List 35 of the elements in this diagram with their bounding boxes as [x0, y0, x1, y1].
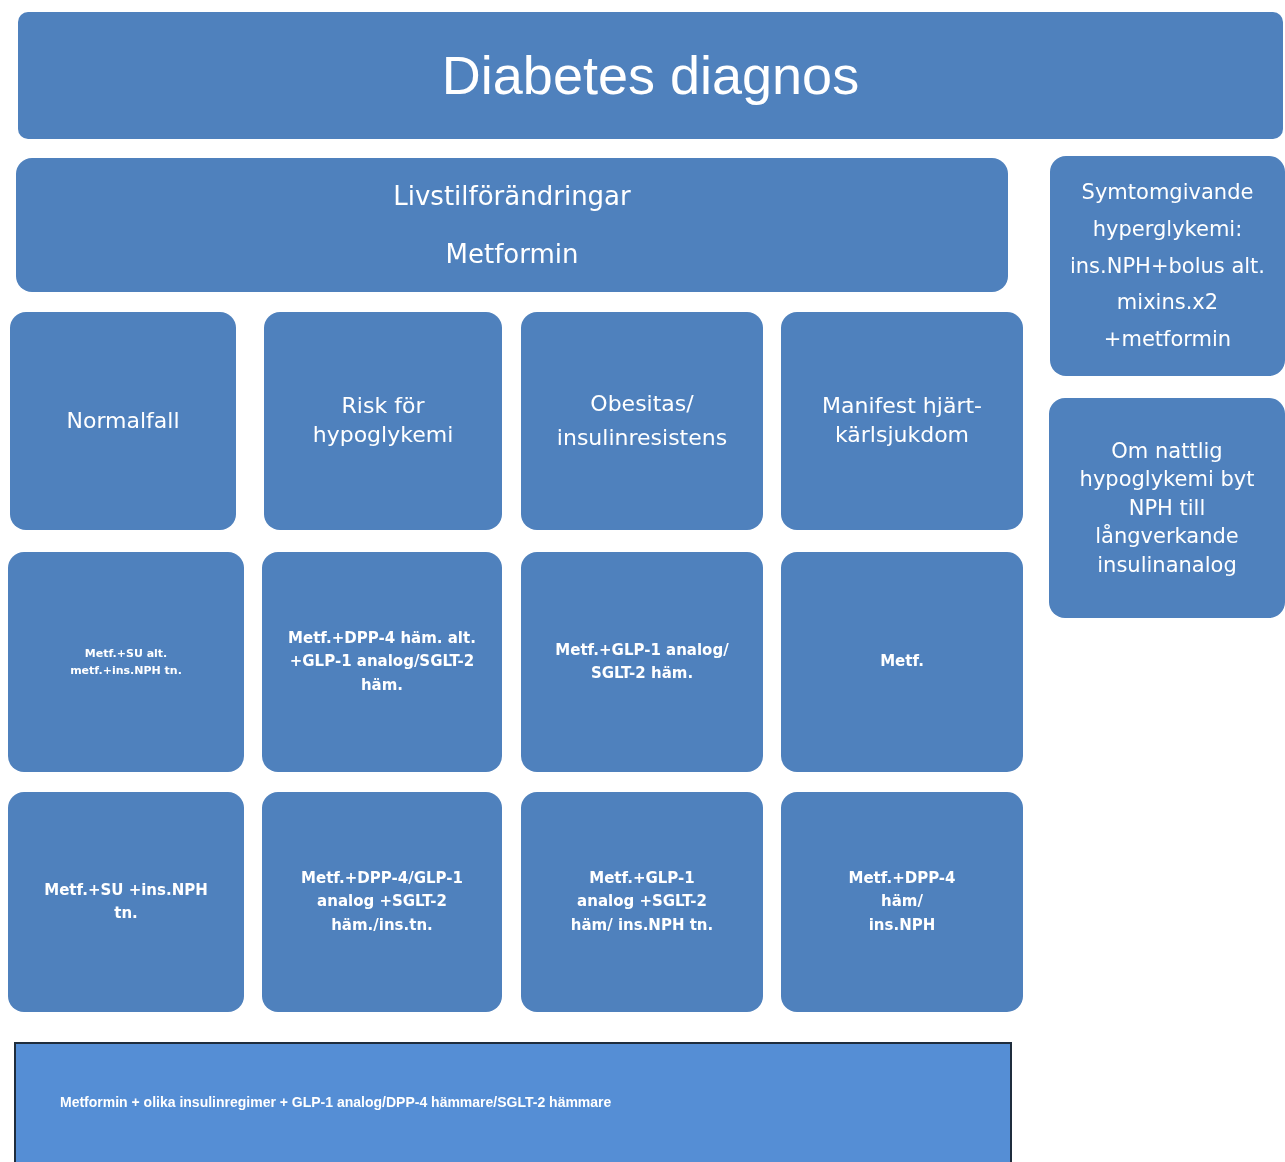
- box-text: Symtomgivande hyperglykemi: ins.NPH+bolus alt. mixins.x2 +metformin: [1068, 179, 1267, 354]
- box-text: Risk för hypoglykemi: [311, 392, 455, 449]
- step-box: [16, 158, 1008, 292]
- box-text: Metf.: [880, 651, 924, 673]
- note-box: [1050, 156, 1285, 376]
- box-text: Metf.+DPP-4 häm/ ins.NPH: [847, 868, 957, 936]
- treatment-box: [8, 792, 244, 1012]
- treatment-box: [781, 552, 1023, 772]
- box-text: Metf.+SU +ins.NPH tn.: [43, 879, 209, 924]
- title: Diabetes diagnos: [441, 43, 860, 107]
- box-text: Metformin + olika insulinregimer + GLP-1 analog/DPP-4 hämmare/SGLT-2 hämmare: [60, 1093, 612, 1112]
- box-text: Metf.+GLP-1 analog/ SGLT-2 häm.: [554, 639, 730, 684]
- treatment-box: [781, 792, 1023, 1012]
- box-text: Metformin: [445, 238, 579, 271]
- note-box: [1049, 398, 1285, 618]
- box-text: Metf.+SU alt. metf.+ins.NPH tn.: [69, 645, 183, 679]
- treatment-box: [8, 552, 244, 772]
- category-box: [264, 312, 502, 530]
- summary-box: [14, 1042, 1012, 1162]
- treatment-box: [521, 792, 763, 1012]
- title-banner: [18, 12, 1283, 139]
- box-text: Metf.+DPP-4/GLP-1 analog +SGLT-2 häm./ins.tn.: [300, 868, 464, 936]
- category-box: [781, 312, 1023, 530]
- box-heading: Livstilförändringar: [393, 179, 631, 213]
- box-text: Normalfall: [66, 406, 180, 435]
- treatment-box: [262, 792, 502, 1012]
- treatment-box: [521, 552, 763, 772]
- box-text: Obesitas/ insulinresistens: [555, 389, 729, 452]
- treatment-box: [262, 552, 502, 772]
- box-text: Metf.+GLP-1 analog +SGLT-2 häm/ ins.NPH tn.: [569, 868, 715, 936]
- box-text: Manifest hjärt-kärlsjukdom: [821, 392, 983, 449]
- category-box: [521, 312, 763, 530]
- category-box: [10, 312, 236, 530]
- box-text: Metf.+DPP-4 häm. alt. +GLP-1 analog/SGLT-2 häm.: [287, 628, 477, 696]
- box-text: Om nattlig hypoglykemi byt NPH till långverkande insulinanalog: [1078, 438, 1256, 579]
